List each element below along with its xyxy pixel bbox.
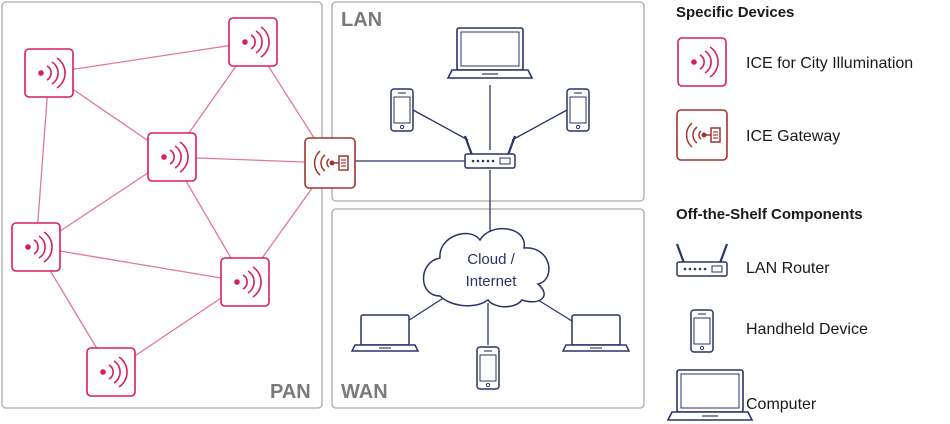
pan-label: PAN <box>270 381 311 403</box>
ice-node-6 <box>86 347 136 397</box>
legend-offshelf-heading: Off-the-Shelf Components <box>676 206 863 223</box>
legend-handheld-label: Handheld Device <box>746 321 868 338</box>
cloud-label-line2: Internet <box>466 273 518 290</box>
wan-handheld <box>476 346 500 390</box>
lan-zone <box>331 1 645 202</box>
ice-gateway-node <box>304 137 356 189</box>
lan-handheld-right <box>566 88 590 132</box>
pan-zone <box>1 1 323 409</box>
cloud-label-line1: Cloud / <box>467 251 515 268</box>
wan-computer-left <box>351 314 419 352</box>
legend-router-label: LAN Router <box>746 260 830 277</box>
legend-gateway-label: ICE Gateway <box>746 128 840 145</box>
ice-node-1 <box>24 48 74 98</box>
legend-router-icon <box>675 242 729 278</box>
lan-label: LAN <box>341 9 382 31</box>
legend-ice-icon <box>677 37 727 87</box>
wan-label: WAN <box>341 381 388 403</box>
legend-ice-label: ICE for City Illumination <box>746 55 913 72</box>
ice-node-5 <box>220 257 270 307</box>
legend-computer-label: Computer <box>746 396 817 413</box>
legend-specific-heading: Specific Devices <box>676 4 794 21</box>
wan-zone <box>331 208 645 409</box>
ice-node-3 <box>147 132 197 182</box>
legend-gateway-icon <box>676 109 728 161</box>
lan-handheld-left <box>390 88 414 132</box>
cloud-shape <box>422 227 550 308</box>
pan-mesh-links <box>35 41 331 373</box>
wan-computer-right <box>562 314 630 352</box>
legend-handheld-icon <box>690 309 714 353</box>
ice-node-4 <box>11 222 61 272</box>
legend-computer-icon <box>667 369 753 421</box>
lan-computer <box>447 27 533 79</box>
ice-node-2 <box>228 17 278 67</box>
